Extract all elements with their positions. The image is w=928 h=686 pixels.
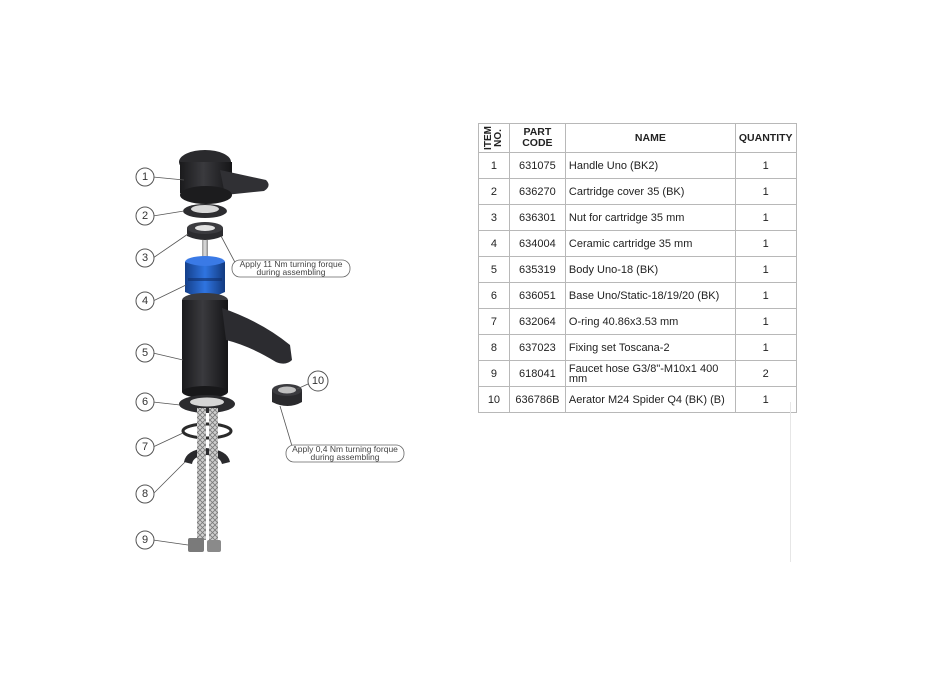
callout-3: 3	[135, 248, 155, 268]
svg-text:8: 8	[142, 488, 148, 500]
svg-text:9: 9	[142, 534, 148, 546]
handle-part	[179, 150, 269, 204]
quantity-header: QUANTITY	[734, 123, 797, 153]
svg-text:1: 1	[142, 171, 148, 183]
base-part	[179, 395, 235, 413]
callout-1: 1	[135, 167, 155, 187]
fixing-set-part	[184, 448, 230, 464]
callout-4: 4	[135, 291, 155, 311]
o-ring-part	[181, 422, 233, 440]
svg-text:6: 6	[142, 396, 148, 408]
callout-2: 2	[135, 206, 155, 226]
svg-text:during assembling: during assembling	[311, 452, 380, 462]
svg-text:4: 4	[142, 295, 148, 307]
svg-text:Apply 11 Nm turning forque: Apply 11 Nm turning forque	[240, 259, 343, 269]
leader-lines	[152, 176, 309, 546]
name-header: NAME	[564, 123, 736, 153]
svg-text:5: 5	[142, 347, 148, 359]
svg-text:2: 2	[142, 210, 148, 222]
svg-text:7: 7	[142, 441, 148, 453]
callout-10: 10	[307, 370, 329, 392]
callout-6: 6	[135, 392, 155, 412]
ceramic-cartridge-part	[185, 256, 225, 297]
svg-text:during assembling: during assembling	[257, 267, 326, 277]
callout-9: 9	[135, 530, 155, 550]
torque-note-cartridge: Apply 11 Nm turning forque during assemb…	[231, 259, 351, 278]
faucet-body-part	[182, 293, 292, 398]
cartridge-nut-part	[187, 222, 223, 240]
cartridge-stem	[202, 240, 208, 260]
svg-text:10: 10	[312, 375, 324, 387]
exploded-faucet-diagram: 1 2 3 4 5 6 7 8 9 10 Apply 11 Nm turning…	[135, 150, 405, 552]
cartridge-cover-part	[183, 204, 227, 218]
aerator-part	[272, 384, 302, 406]
svg-text:Apply 0,4 Nm turning forque: Apply 0,4 Nm turning forque	[292, 444, 398, 454]
faucet-hoses-part	[188, 408, 221, 552]
callout-5: 5	[135, 343, 155, 363]
torque-note-aerator: Apply 0,4 Nm turning forque during assem…	[285, 444, 405, 463]
callout-7: 7	[135, 437, 155, 457]
table-border-remnant	[790, 402, 791, 562]
callout-8: 8	[135, 484, 155, 504]
svg-text:3: 3	[142, 252, 148, 264]
